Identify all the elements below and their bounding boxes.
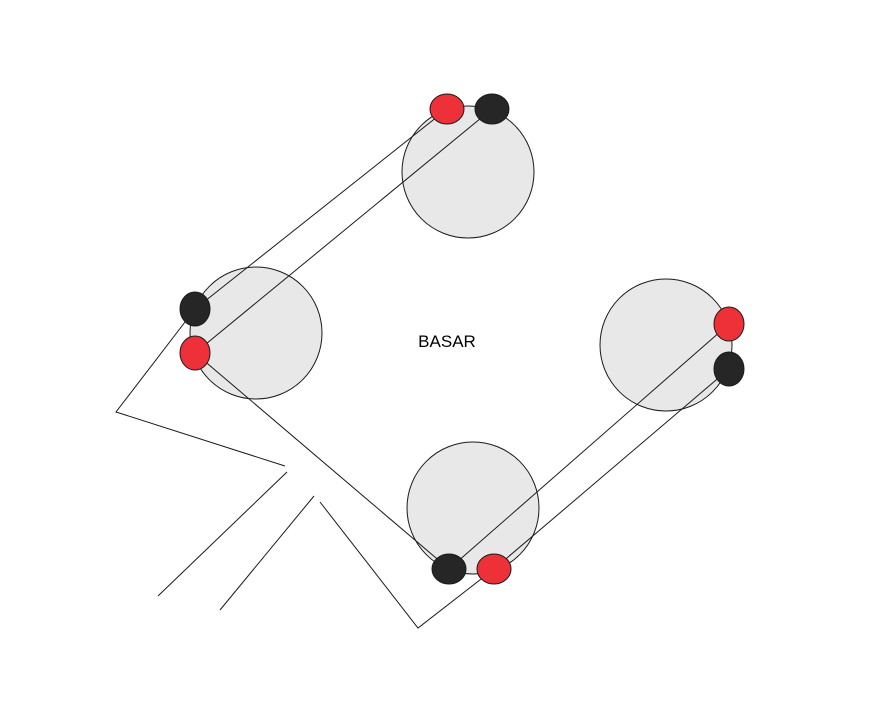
wire-bottom-red-lead — [319, 501, 495, 629]
wire-bottom-red-to-right-black — [493, 368, 730, 570]
terminal-bottom-black — [431, 553, 467, 585]
wire-left-red-to-bottom-black — [194, 352, 450, 570]
terminal-right-black — [713, 351, 745, 387]
wires — [115, 108, 730, 629]
cell-top — [401, 105, 535, 239]
terminal-top-red — [429, 93, 465, 125]
cell-bottom — [406, 441, 540, 575]
wire-bottom-black-to-right-red — [448, 323, 730, 570]
center-label: BASAR — [418, 332, 476, 351]
terminal-right-red — [713, 306, 745, 342]
terminal-left-red — [179, 335, 211, 371]
wire-lead-b — [219, 495, 315, 611]
wire-lead-a — [157, 471, 288, 597]
cell-left — [189, 266, 323, 400]
cell-right — [599, 278, 733, 412]
terminal-top-black — [474, 93, 510, 125]
terminal-bottom-red — [476, 553, 512, 585]
terminal-left-black — [179, 291, 211, 327]
wire-left-black-to-top-red — [194, 108, 448, 310]
wire-left-black-lead — [115, 308, 286, 467]
wire-left-red-to-top-black — [194, 108, 493, 354]
